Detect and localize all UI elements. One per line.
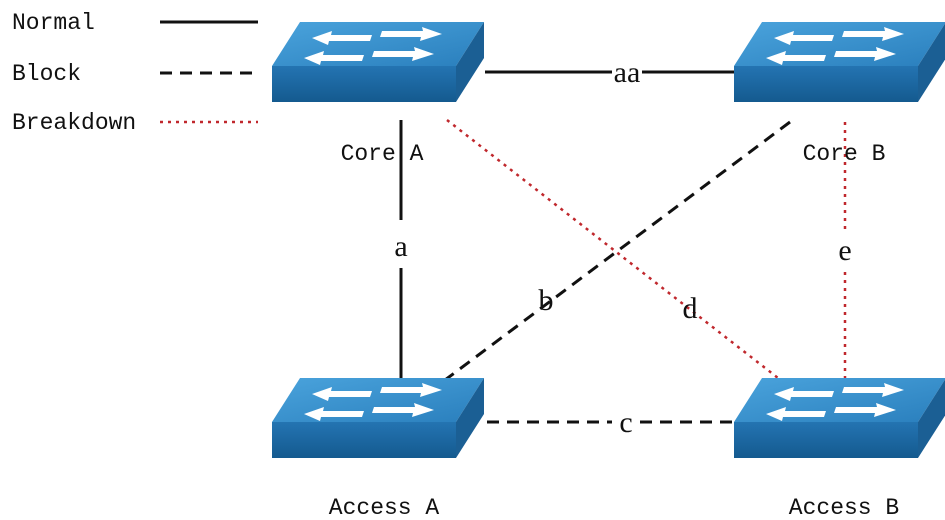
switch-icon	[272, 22, 484, 102]
switch-core-b: Core B	[734, 22, 945, 167]
legend-breakdown-label: Breakdown	[12, 110, 136, 136]
node-label-core-b: Core B	[803, 141, 886, 167]
link-c-label: c	[619, 406, 632, 439]
legend-block-label: Block	[12, 61, 81, 87]
node-label-core-a: Core A	[341, 141, 424, 167]
link-e-label: e	[838, 234, 851, 267]
switch-icon	[734, 378, 945, 458]
switch-core-a: Core A	[272, 22, 484, 167]
switch-access-a: Access A	[272, 378, 484, 520]
link-labels: aa a b c d e	[394, 56, 851, 439]
links	[399, 70, 847, 424]
switch-icon	[272, 378, 484, 458]
legend-normal-label: Normal	[12, 10, 95, 36]
switch-icon	[734, 22, 945, 102]
legend: Normal Block Breakdown	[12, 10, 258, 136]
node-label-access-a: Access A	[329, 495, 440, 520]
link-a-label: a	[394, 230, 407, 263]
link-aa-label: aa	[614, 56, 641, 89]
link-d	[446, 119, 779, 379]
link-d-label: d	[683, 292, 698, 325]
link-b	[444, 120, 791, 382]
node-label-access-b: Access B	[789, 495, 899, 520]
link-b-label: b	[539, 284, 554, 317]
switch-access-b: Access B	[734, 378, 945, 520]
